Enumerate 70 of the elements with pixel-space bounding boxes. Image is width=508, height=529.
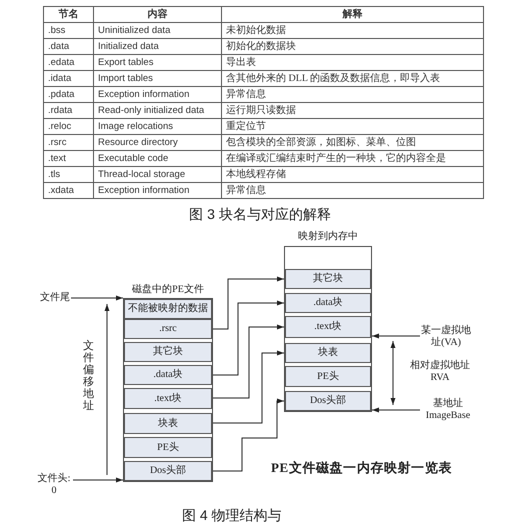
table-cell: 本地线程存储 [222,167,484,183]
section-block: .data块 [124,365,212,385]
table-cell: 初始化的数据块 [222,39,484,55]
section-block: Dos头部 [124,461,212,481]
table-cell: .edata [44,55,94,71]
table-cell: .reloc [44,119,94,135]
table-cell: Executable code [94,151,222,167]
table-cell: 重定位节 [222,119,484,135]
figure-caption: 图 3 块名与对应的解释 [188,205,332,223]
section-block: PE头 [124,437,212,458]
table-cell: 包含模块的全部资源，如图标、菜单、位图 [222,135,484,151]
arrow [72,478,124,482]
arrow [212,324,284,398]
table-cell: .text [44,151,94,167]
arrow [70,296,124,300]
section-block: 其它块 [124,342,212,362]
column-heading: 磁盘中的PE文件 [131,283,205,297]
table-cell: 含其他外来的 DLL 的函数及数据信息，即导入表 [222,71,484,87]
table-cell: Exception information [94,87,222,103]
table-cell: Image relocations [94,119,222,135]
column-heading: 映射到内存中 [297,230,359,244]
table-cell: 在编译或汇编结束时产生的一种块，它的内容全是 [222,151,484,167]
table-cell: .rsrc [44,135,94,151]
section-block: 其它块 [285,269,371,289]
column-header: 解释 [222,7,484,23]
table-cell: 异常信息 [222,87,484,103]
figure-caption: 图 4 物理结构与 [182,506,283,524]
table-cell: Exception information [94,183,222,199]
table-cell: Import tables [94,71,222,87]
annotation-label: 文件头: 0 [35,473,73,497]
table-cell: .xdata [44,183,94,199]
table-cell: 异常信息 [222,183,484,199]
table-cell: Uninitialized data [94,23,222,39]
section-block: .text块 [285,316,371,338]
section-block: 不能被映射的数据 [124,299,212,319]
table-cell: .bss [44,23,94,39]
table-cell: 导出表 [222,55,484,71]
section-block: Dos头部 [285,391,371,411]
arrow [372,408,420,412]
arrow [212,300,284,376]
table-cell: Initialized data [94,39,222,55]
table-cell: 运行期只读数据 [222,103,484,119]
table-cell: Export tables [94,55,222,71]
section-block: .text块 [124,388,212,409]
table-cell: .pdata [44,87,94,103]
table-cell: .rdata [44,103,94,119]
vertical-label: 文件偏移地址 [83,340,94,413]
annotation-label: 基地址 ImageBase [420,398,476,422]
table-cell: 未初始化数据 [222,23,484,39]
annotation-label: 某一虚拟地址(VA) [420,325,472,349]
arrow [372,334,420,338]
table-cell: .data [44,39,94,55]
diagram-title: PE文件磁盘一内存映射一览表 [271,459,454,476]
annotation-label: 文件尾 [39,291,71,305]
table-cell: .idata [44,71,94,87]
section-block: 块表 [285,343,371,363]
section-block: 块表 [124,413,212,434]
column-header: 内容 [94,7,222,23]
section-block: .rsrc [124,319,212,339]
table-cell: Resource directory [94,135,222,151]
section-block: .data块 [285,293,371,313]
arrow [212,398,284,472]
table-cell: .tls [44,167,94,183]
table-cell: Thread-local storage [94,167,222,183]
dimension-label: 相对虚拟地址 RVA [409,360,471,384]
arrow [212,276,284,330]
section-block: PE头 [285,366,371,387]
table-cell: Read-only initialized data [94,103,222,119]
arrow [212,350,284,424]
column-header: 节名 [44,7,94,23]
